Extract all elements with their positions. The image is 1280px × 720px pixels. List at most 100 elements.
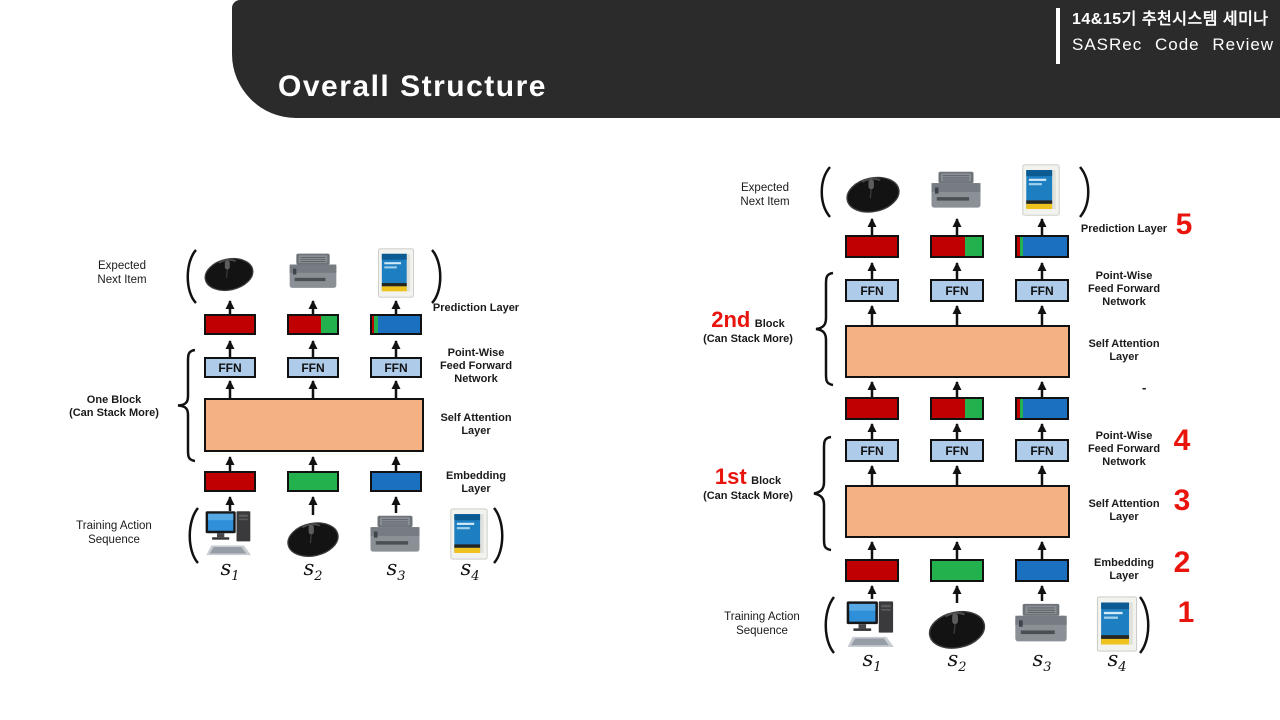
block-output-vector-3 bbox=[1015, 397, 1069, 420]
computer-icon bbox=[842, 598, 902, 652]
seq-base: s bbox=[220, 556, 232, 580]
label-line: Expected bbox=[98, 260, 146, 272]
mouse-icon bbox=[926, 604, 988, 650]
label-line: 1st Block bbox=[676, 464, 820, 490]
label-line: Feed Forward bbox=[1087, 283, 1161, 295]
ffn-label: FFN bbox=[945, 283, 969, 298]
block-ordinal: 2nd bbox=[711, 307, 751, 332]
sequence-item-label: s4 bbox=[1095, 647, 1139, 675]
seq-base: s bbox=[947, 647, 959, 671]
software-box-icon bbox=[1096, 596, 1138, 652]
printer-icon bbox=[1010, 602, 1072, 646]
step-number-1: 1 bbox=[1177, 596, 1195, 629]
sequence-item-label: s2 bbox=[291, 556, 335, 584]
prediction-vector-3 bbox=[1015, 235, 1069, 258]
label-line: Point-Wise bbox=[447, 347, 505, 359]
sequence-item-label: s1 bbox=[208, 556, 252, 584]
label-line: Layer bbox=[461, 483, 491, 495]
seq-sub: 2 bbox=[314, 569, 323, 585]
label-line: Sequence bbox=[736, 625, 788, 637]
ffn-box: FFN bbox=[204, 357, 256, 378]
label-line: Point-Wise bbox=[1095, 430, 1153, 442]
computer-icon bbox=[202, 508, 258, 560]
pointwise-ffn-label: Point-Wise Feed Forward Network bbox=[432, 347, 520, 386]
ffn-box: FFN bbox=[845, 279, 899, 302]
step-number-3: 3 bbox=[1173, 484, 1191, 517]
self-attention-box bbox=[845, 325, 1070, 378]
label-line: (Can Stack More) bbox=[703, 490, 793, 502]
pointwise-ffn-label: Point-Wise Feed Forward Network bbox=[1076, 270, 1172, 309]
label-line: Point-Wise bbox=[1095, 270, 1153, 282]
label-line: Embedding bbox=[446, 470, 506, 482]
label-line: Layer bbox=[461, 425, 491, 437]
seminar-title: 14&15기 추천시스템 세미나 bbox=[1072, 11, 1269, 28]
software-box-icon bbox=[450, 508, 488, 560]
seq-base: s bbox=[1032, 647, 1044, 671]
second-block-label: 2nd Block (Can Stack More) bbox=[676, 307, 820, 346]
ffn-box: FFN bbox=[287, 357, 339, 378]
seq-base: s bbox=[303, 556, 315, 580]
seq-sub: 4 bbox=[1118, 660, 1127, 676]
label-line: Embedding bbox=[1094, 557, 1154, 569]
step-number-2: 2 bbox=[1173, 546, 1191, 579]
step-number-4: 4 bbox=[1173, 424, 1191, 457]
label-line: Layer bbox=[1109, 511, 1139, 523]
embedding-vector-2 bbox=[287, 471, 339, 492]
prediction-vector-1 bbox=[845, 235, 899, 258]
ffn-label: FFN bbox=[1030, 283, 1054, 298]
prediction-vector-2 bbox=[287, 314, 339, 335]
software-box-icon bbox=[377, 248, 415, 298]
embedding-vector-1 bbox=[204, 471, 256, 492]
ffn-box: FFN bbox=[1015, 439, 1069, 462]
first-block-label: 1st Block (Can Stack More) bbox=[676, 464, 820, 503]
seq-base: s bbox=[460, 556, 472, 580]
label-line: Self Attention bbox=[1088, 498, 1160, 510]
block-output-vector-2 bbox=[930, 397, 984, 420]
self-attention-box bbox=[204, 398, 424, 452]
label-line: Self Attention bbox=[1088, 338, 1160, 350]
expected-next-item-label: Expected Next Item bbox=[726, 181, 804, 209]
label-line: (Can Stack More) bbox=[69, 407, 159, 419]
seq-sub: 1 bbox=[873, 660, 882, 676]
ffn-label: FFN bbox=[945, 443, 969, 458]
ffn-label: FFN bbox=[384, 360, 408, 375]
printer-icon bbox=[285, 252, 341, 292]
seq-sub: 3 bbox=[397, 569, 406, 585]
prediction-vector-2 bbox=[930, 235, 984, 258]
ffn-label: FFN bbox=[860, 443, 884, 458]
embedding-vector-1 bbox=[845, 559, 899, 582]
seq-sub: 4 bbox=[471, 569, 480, 585]
training-action-sequence-label: Training Action Sequence bbox=[64, 519, 164, 547]
block-word: Block bbox=[751, 475, 782, 487]
embedding-vector-3 bbox=[1015, 559, 1069, 582]
seq-sub: 3 bbox=[1043, 660, 1052, 676]
seq-sub: 1 bbox=[231, 569, 240, 585]
label-line: Expected bbox=[741, 182, 789, 194]
label-line: Next Item bbox=[740, 196, 790, 208]
label-line: Training Action bbox=[76, 520, 152, 532]
label-line: Feed Forward bbox=[439, 360, 513, 372]
step-number-5: 5 bbox=[1175, 208, 1193, 241]
self-attention-box bbox=[845, 485, 1070, 538]
slide-header: Overall Structure 14&15기 추천시스템 세미나 SASRe… bbox=[232, 0, 1280, 118]
ffn-box: FFN bbox=[930, 439, 984, 462]
prediction-vector-1 bbox=[204, 314, 256, 335]
ffn-box: FFN bbox=[370, 357, 422, 378]
embedding-vector-3 bbox=[370, 471, 422, 492]
label-line: Layer bbox=[1109, 570, 1139, 582]
embedding-layer-label: Embedding Layer bbox=[432, 470, 520, 496]
label-line: One Block bbox=[86, 394, 142, 406]
label-line: Network bbox=[1102, 296, 1146, 308]
label-line: Next Item bbox=[97, 274, 147, 286]
label-line: (Can Stack More) bbox=[703, 333, 793, 345]
mouse-icon bbox=[284, 516, 342, 558]
block-output-vector-1 bbox=[845, 397, 899, 420]
expected-next-item-label: Expected Next Item bbox=[84, 259, 160, 287]
prediction-layer-label: Prediction Layer bbox=[1080, 223, 1168, 235]
seq-sub: 2 bbox=[958, 660, 967, 676]
ffn-box: FFN bbox=[845, 439, 899, 462]
stray-dash: - bbox=[1142, 380, 1147, 395]
ffn-label: FFN bbox=[860, 283, 884, 298]
header-divider bbox=[1056, 8, 1060, 64]
ffn-label: FFN bbox=[1030, 443, 1054, 458]
